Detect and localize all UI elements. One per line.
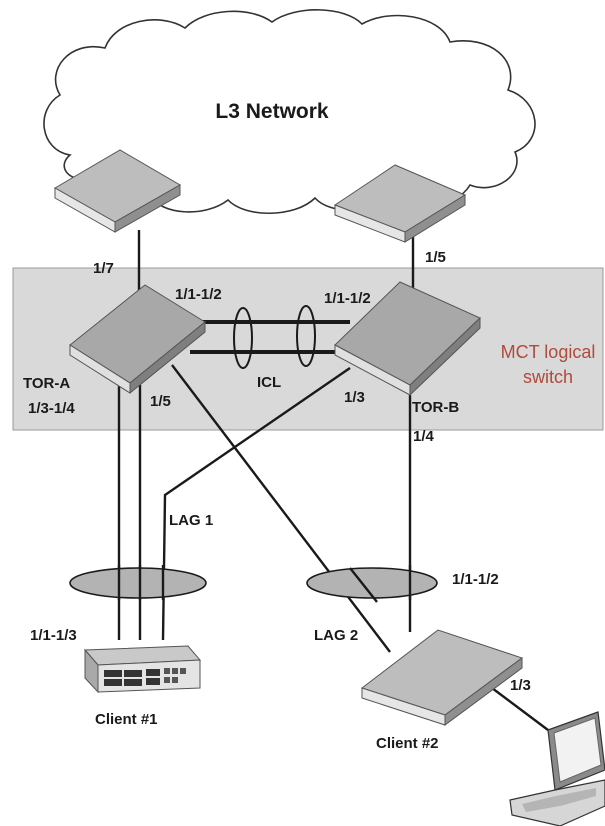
cloud-label: L3 Network <box>215 100 329 123</box>
port-label-tor-b-left: 1/3 <box>344 389 365 406</box>
port-label-top-left: 1/7 <box>93 260 114 277</box>
client1-label: Client #1 <box>95 711 158 728</box>
lag1-label: LAG 1 <box>169 512 213 529</box>
port-label-client2: 1/1-1/2 <box>452 571 499 588</box>
laptop-icon <box>509 711 605 826</box>
lag1-ellipse <box>69 567 207 599</box>
tor-b-switch <box>334 281 481 397</box>
lag2-label: LAG 2 <box>314 627 358 644</box>
port-label-client1: 1/1-1/3 <box>30 627 77 644</box>
mct-label-line1: MCT logical <box>501 342 596 362</box>
top-right-switch <box>333 164 467 243</box>
mct-label-line2: switch <box>523 367 573 387</box>
port-label-tor-a-left: 1/3-1/4 <box>28 400 75 417</box>
icl-label: ICL <box>257 374 281 391</box>
icl-ring-right <box>296 305 316 367</box>
icl-ring-left <box>233 307 253 369</box>
tor-b-label: TOR-B <box>412 399 459 416</box>
l3-network-cloud <box>43 9 536 215</box>
top-left-switch <box>53 149 182 233</box>
tor-a-label: TOR-A <box>23 375 70 392</box>
port-label-client2-laptop: 1/3 <box>510 677 531 694</box>
port-label-tor-a-icl: 1/1-1/2 <box>175 286 222 303</box>
link-client2-laptop <box>487 684 549 731</box>
lag2-ellipse <box>306 567 438 599</box>
link-tor-a-client2 <box>171 364 391 653</box>
port-label-tor-a-right: 1/5 <box>150 393 171 410</box>
link-over-lag2-b <box>349 567 378 603</box>
client2-label: Client #2 <box>376 735 439 752</box>
port-label-tor-b-icl: 1/1-1/2 <box>324 290 371 307</box>
port-label-tor-b-down: 1/4 <box>413 428 435 445</box>
port-label-top-right: 1/5 <box>425 249 446 266</box>
tor-a-switch <box>69 284 206 395</box>
client2-switch <box>360 629 524 726</box>
client1-device <box>83 645 202 694</box>
